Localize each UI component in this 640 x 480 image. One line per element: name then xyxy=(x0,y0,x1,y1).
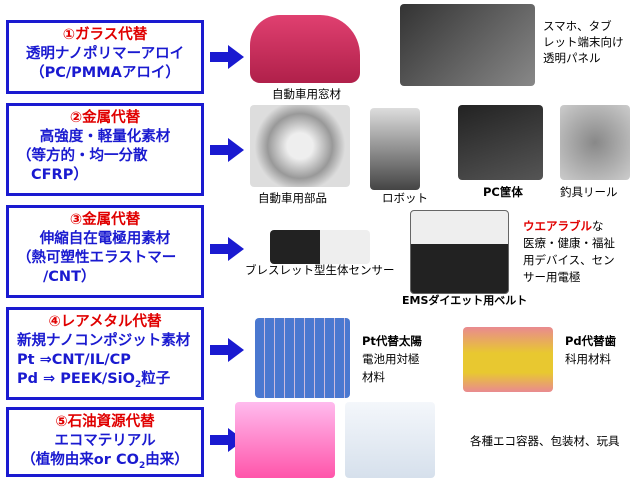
fishing-reel-image xyxy=(560,105,630,180)
box-title: ①ガラス代替 xyxy=(62,27,148,43)
caption-line: 用デバイス、セン xyxy=(523,253,615,267)
bracelet-image xyxy=(270,230,370,264)
box-line: 伸縮自在電極用素材 xyxy=(39,231,171,247)
caption-ems: EMSダイエット用ベルト xyxy=(402,294,528,307)
caption-robot: ロボット xyxy=(382,191,428,205)
dental-image xyxy=(463,327,553,392)
box-line: （等方的・均一分散 xyxy=(17,148,148,164)
arrow-right-icon xyxy=(210,45,244,69)
caption-pc: PC筐体 xyxy=(483,185,523,199)
eco-containers-image xyxy=(345,402,435,478)
solar-cell-image xyxy=(255,318,350,398)
caption-line: 透明パネル xyxy=(543,51,601,65)
box-rare-metal-substitute: ④レアメタル代替 新規ナノコンポジット素材 Pt ⇒CNT/IL/CP Pd ⇒… xyxy=(6,307,204,400)
caption-smartphone: スマホ、タブ レット端末向け 透明パネル xyxy=(543,18,624,66)
caption-line: 医療・健康・福祉 xyxy=(523,236,615,250)
caption-line: Pt代替太陽 xyxy=(362,334,422,348)
box-line: 透明ナノポリマーアロイ xyxy=(25,46,185,62)
box-line: Pt ⇒CNT/IL/CP xyxy=(17,352,131,368)
box-glass-substitute: ①ガラス代替 透明ナノポリマーアロイ （PC/PMMAアロイ） xyxy=(6,20,204,94)
box-title: ④レアメタル代替 xyxy=(48,314,162,330)
smartphone-image xyxy=(400,4,535,86)
robot-image xyxy=(370,108,420,190)
box-line: /CNT） xyxy=(43,269,96,285)
wearable-highlight: ウエアラブル xyxy=(523,219,592,233)
caption-car-window: 自動車用窓材 xyxy=(272,87,341,101)
laptop-image xyxy=(458,105,543,180)
bearing-image xyxy=(250,105,350,187)
caption-line: レット端末向け xyxy=(543,35,624,49)
caption-line: サー用電極 xyxy=(523,270,581,284)
box-line: （PC/PMMAアロイ） xyxy=(30,65,180,81)
caption-solar: Pt代替太陽 電池用対極 材料 xyxy=(362,332,422,386)
caption-text: な xyxy=(592,219,604,233)
box-metal-substitute-2: ③金属代替 伸縮自在電極用素材 （熱可塑性エラストマー /CNT） xyxy=(6,205,204,298)
box-title: ②金属代替 xyxy=(69,110,141,126)
arrow-right-icon xyxy=(210,338,244,362)
box-line: Pd ⇒ PEEK/SiO2粒子 xyxy=(9,370,201,395)
caption-line: 電池用対極 xyxy=(362,352,420,366)
text: 由来） xyxy=(145,452,189,468)
box-line: 新規ナノコンポジット素材 xyxy=(17,333,191,349)
ems-belt-image xyxy=(410,210,509,294)
car-image xyxy=(250,15,360,83)
caption-wearable: ウエアラブルな 医療・健康・福祉 用デバイス、セン サー用電極 xyxy=(523,218,615,286)
caption-line: Pd代替歯 xyxy=(565,334,617,348)
caption-line: 科用材料 xyxy=(565,352,611,366)
box-title: ③金属代替 xyxy=(69,212,141,228)
box-line: 高強度・軽量化素材 xyxy=(39,129,171,145)
box-title: ⑤石油資源代替 xyxy=(55,414,155,430)
text: Pd ⇒ PEEK/SiO xyxy=(17,371,135,387)
caption-auto-parts: 自動車用部品 xyxy=(258,191,327,205)
caption-bracelet: ブレスレット型生体センサー xyxy=(245,263,395,277)
text: 粒子 xyxy=(141,371,171,387)
caption-eco: 各種エコ容器、包装材、玩具 xyxy=(470,434,620,448)
caption-dental: Pd代替歯 科用材料 xyxy=(565,332,616,368)
caption-line: 材料 xyxy=(362,370,385,384)
text: （植物由来or CO xyxy=(21,452,139,468)
box-metal-substitute-1: ②金属代替 高強度・軽量化素材 （等方的・均一分散 CFRP） xyxy=(6,103,204,196)
cosmetic-bottles-image xyxy=(235,402,335,478)
subscript: 2 xyxy=(134,379,142,390)
box-line: エコマテリアル xyxy=(54,433,156,449)
box-petroleum-substitute: ⑤石油資源代替 エコマテリアル （植物由来or CO2由来） xyxy=(6,407,204,477)
box-line: CFRP） xyxy=(31,167,88,183)
box-line: （植物由来or CO2由来） xyxy=(9,451,201,476)
caption-line: スマホ、タブ xyxy=(543,19,612,33)
arrow-right-icon xyxy=(210,237,244,261)
arrow-right-icon xyxy=(210,138,244,162)
subscript: 2 xyxy=(138,460,146,471)
caption-reel: 釣具リール xyxy=(560,185,618,199)
box-line: （熱可塑性エラストマー xyxy=(17,250,177,266)
